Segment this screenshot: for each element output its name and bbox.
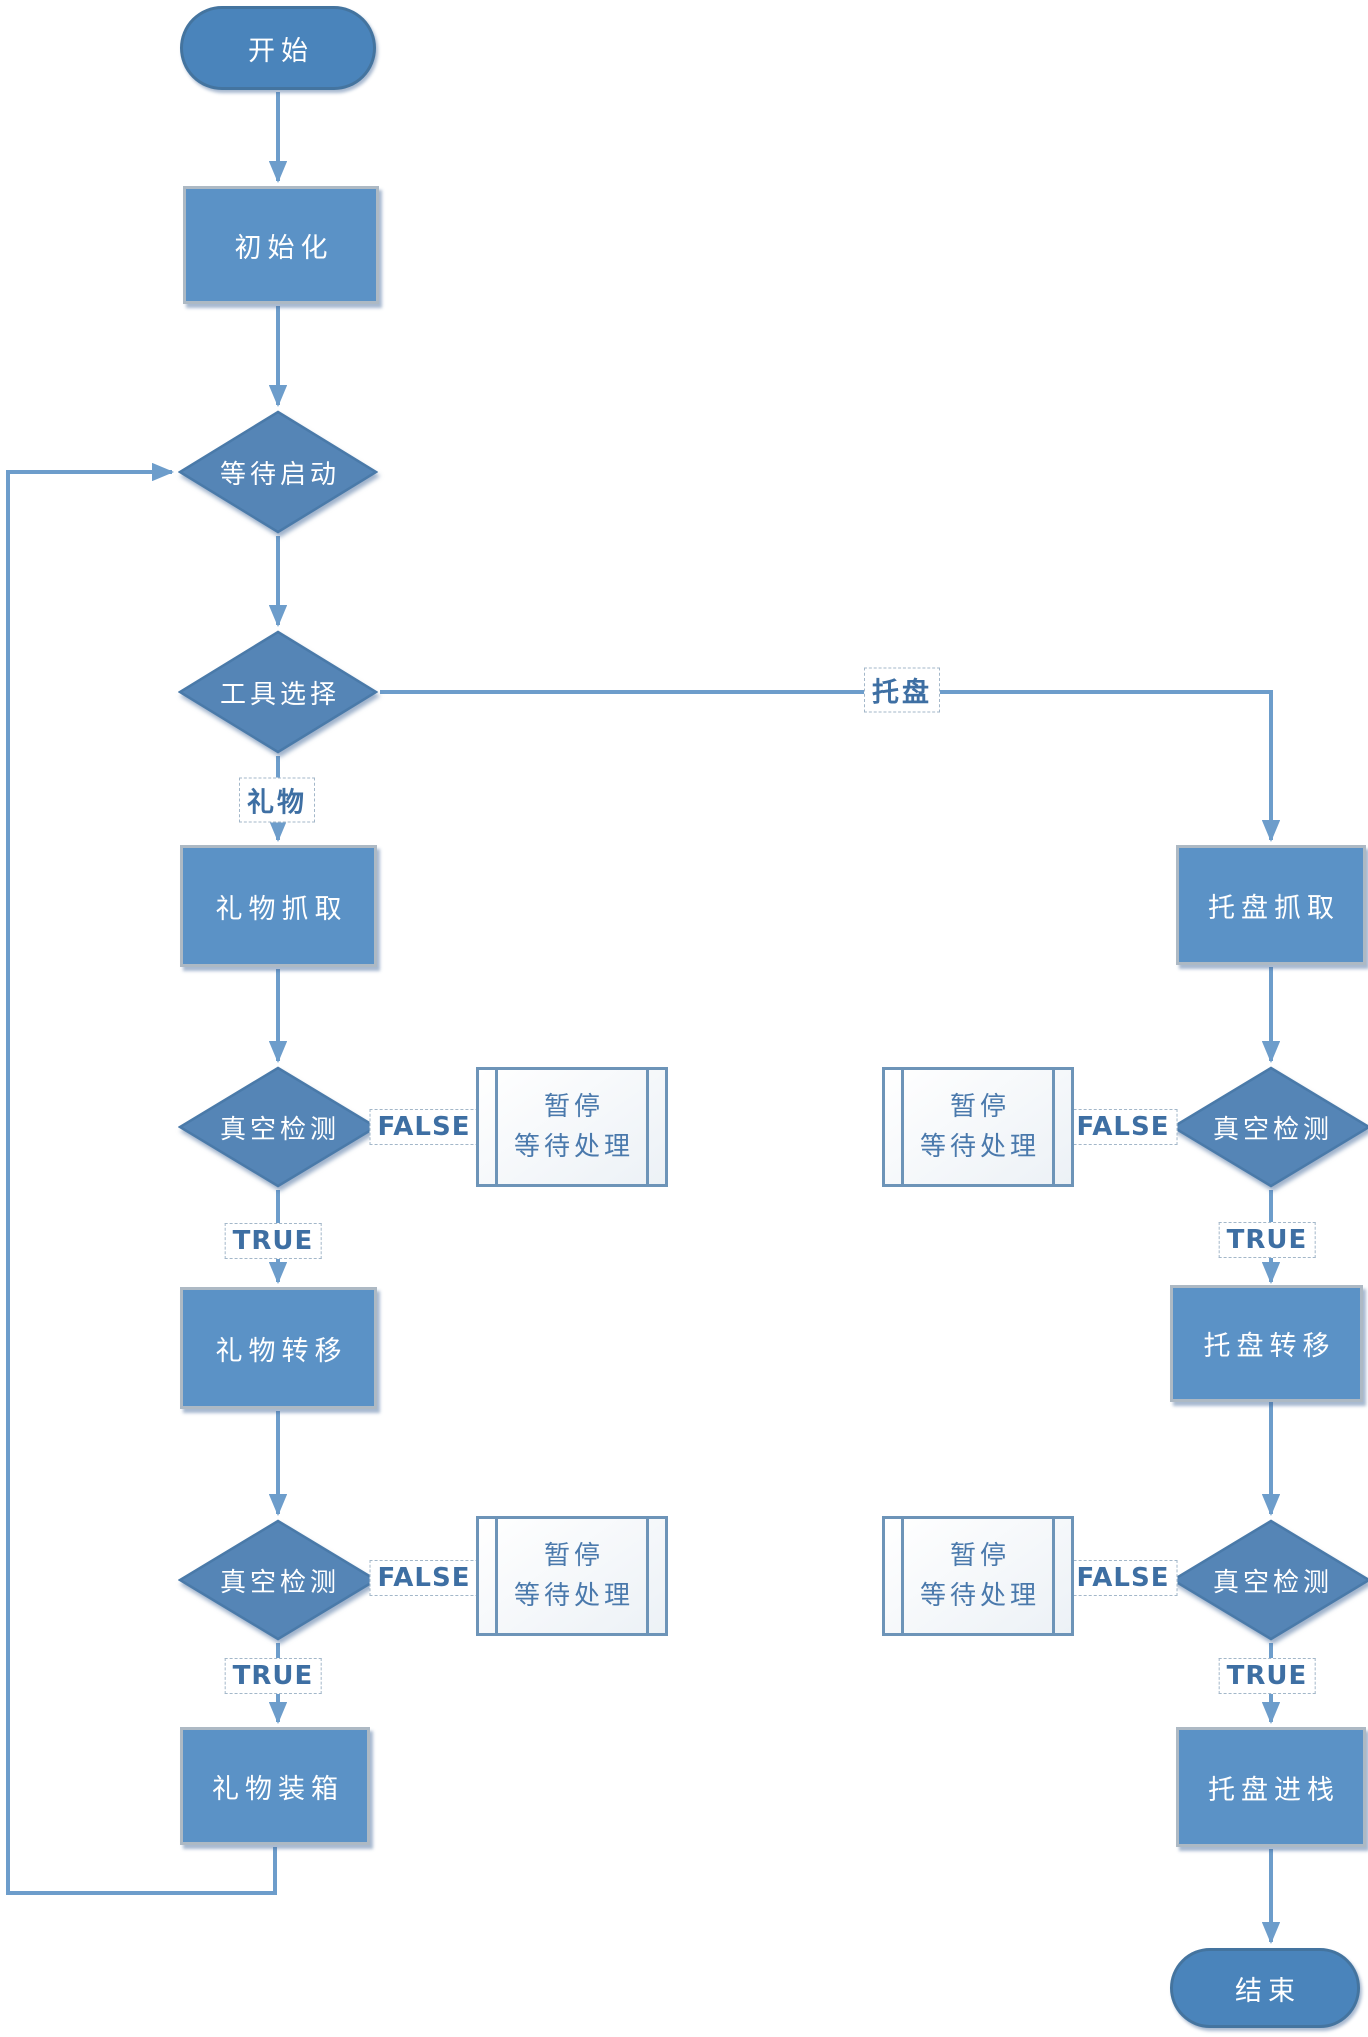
pause-line-1: 暂停 — [543, 1540, 604, 1571]
pause-line-1: 暂停 — [949, 1540, 1010, 1571]
vacuum-check-tray-1-decision: 真空检测 — [1171, 1066, 1368, 1188]
pause-tray-1: 暂停 等待处理 — [882, 1067, 1074, 1187]
wait-start-decision: 等待启动 — [178, 410, 378, 534]
gift-grab-process: 礼物抓取 — [180, 845, 377, 967]
end-terminator: 结束 — [1170, 1948, 1360, 2028]
diamond-shape — [1171, 1066, 1368, 1188]
tray-grab-label: 托盘抓取 — [1208, 892, 1340, 924]
gift-branch-label: 礼物 — [239, 777, 315, 823]
tray-stack-label: 托盘进栈 — [1208, 1774, 1340, 1806]
true-label-tray-2: TRUE — [1218, 1658, 1316, 1694]
start-terminator: 开始 — [180, 6, 376, 90]
true-label-tray-1: TRUE — [1218, 1222, 1316, 1258]
pause-inner-bar-left — [901, 1070, 904, 1184]
vacuum-check-gift-2-decision: 真空检测 — [178, 1519, 378, 1641]
pause-inner-bar-right — [1052, 1519, 1055, 1633]
false-label-tray-2: FALSE — [1068, 1560, 1178, 1596]
tray-transfer-process: 托盘转移 — [1170, 1285, 1363, 1402]
vacuum-check-label: 真空检测 — [1212, 1114, 1333, 1145]
wait-start-label: 等待启动 — [219, 459, 340, 490]
pause-inner-bar-left — [901, 1519, 904, 1633]
gift-packing-process: 礼物装箱 — [180, 1727, 370, 1845]
diamond-shape — [178, 410, 378, 534]
gift-grab-label: 礼物抓取 — [215, 893, 348, 925]
vacuum-check-label: 真空检测 — [1212, 1567, 1333, 1598]
false-label-tray-1: FALSE — [1068, 1109, 1178, 1145]
false-label-gift-1: FALSE — [369, 1109, 479, 1145]
tray-stack-process: 托盘进栈 — [1176, 1727, 1366, 1847]
pause-gift-2: 暂停 等待处理 — [476, 1516, 668, 1636]
vacuum-check-label: 真空检测 — [219, 1114, 340, 1145]
true-label-gift-1: TRUE — [224, 1223, 322, 1259]
pause-line-1: 暂停 — [949, 1091, 1010, 1122]
tray-transfer-label: 托盘转移 — [1203, 1331, 1336, 1362]
vacuum-check-label: 真空检测 — [219, 1567, 340, 1598]
gift-transfer-process: 礼物转移 — [180, 1287, 377, 1409]
pause-gift-1: 暂停 等待处理 — [476, 1067, 668, 1187]
tray-grab-process: 托盘抓取 — [1176, 845, 1366, 965]
edge-gift-packing-loop-to-wait — [6, 462, 277, 1895]
diamond-shape — [178, 1519, 378, 1641]
pause-line-2: 等待处理 — [513, 1581, 634, 1611]
pause-inner-bar-right — [646, 1070, 649, 1184]
false-label-gift-2: FALSE — [369, 1560, 479, 1596]
vacuum-check-gift-1-decision: 真空检测 — [178, 1066, 378, 1188]
vacuum-check-tray-2-decision: 真空检测 — [1171, 1519, 1368, 1641]
pause-line-2: 等待处理 — [919, 1132, 1040, 1162]
pause-line-2: 等待处理 — [513, 1132, 634, 1162]
true-label-gift-2: TRUE — [224, 1658, 322, 1694]
pause-inner-bar-left — [495, 1519, 498, 1633]
end-label: 结束 — [1235, 1975, 1301, 2007]
pause-line-2: 等待处理 — [919, 1581, 1040, 1611]
init-label: 初始化 — [234, 232, 334, 264]
init-process: 初始化 — [183, 186, 379, 304]
pause-inner-bar-left — [495, 1070, 498, 1184]
tray-branch-label: 托盘 — [864, 667, 940, 713]
pause-inner-bar-right — [646, 1519, 649, 1633]
pause-line-1: 暂停 — [543, 1091, 604, 1122]
gift-packing-label: 礼物装箱 — [212, 1773, 344, 1805]
pause-tray-2: 暂停 等待处理 — [882, 1516, 1074, 1636]
diamond-shape — [1171, 1519, 1368, 1641]
edge-tool-to-tray-grab — [380, 690, 1281, 842]
start-label: 开始 — [248, 35, 314, 67]
pause-inner-bar-right — [1052, 1070, 1055, 1184]
diamond-shape — [178, 630, 378, 754]
gift-transfer-label: 礼物转移 — [215, 1335, 348, 1367]
tool-select-decision: 工具选择 — [178, 630, 378, 754]
diamond-shape — [178, 1066, 378, 1188]
tool-select-label: 工具选择 — [219, 679, 340, 710]
